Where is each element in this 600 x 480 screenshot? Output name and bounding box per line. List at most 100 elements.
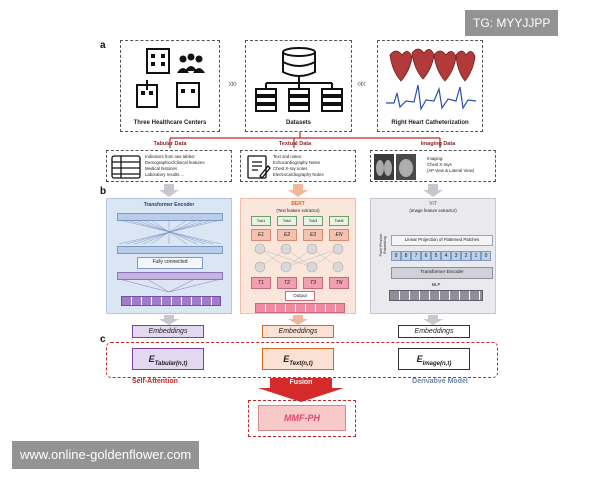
textual-title: Textual Data (278, 141, 312, 147)
text-var-main: E (283, 354, 290, 364)
fully-connected-box: Fully connected (137, 257, 203, 269)
bert-token-3: Tok3 (303, 216, 323, 226)
vit-panel: ViT (Image feature extractor) Patch+Posi… (370, 198, 496, 314)
table-icon (111, 155, 141, 179)
textual-line-4: Electrocardiography Notes (273, 172, 324, 177)
bert-token-n: TokN (329, 216, 349, 226)
tabular-title: Tabular Data (153, 141, 187, 147)
tabular-feature-var: ETabular(n,t) (132, 348, 204, 370)
mmf-ph-outer (248, 400, 356, 437)
tabular-line-1: Indicators from raw tables: (145, 154, 196, 159)
heart-images (386, 48, 477, 111)
fusion-label: Fusion (289, 379, 313, 386)
chevrons-right: «« (357, 78, 366, 90)
database-icon (255, 47, 343, 112)
bert-e-n: EN (329, 229, 349, 241)
bert-output-cells (255, 303, 345, 313)
image-feature-var: EImage(n,t) (398, 348, 470, 370)
vit-patch-1: 1 (471, 251, 481, 261)
source-label-rhc: Right Heart Catheterization (391, 120, 469, 126)
rhc-box: Right Heart Catheterization (377, 40, 483, 132)
transformer-title: Transformer Encoder (143, 202, 195, 208)
tabular-data-box: Indicators from raw tables: Demographics… (106, 150, 232, 182)
bert-t-n: TN (329, 277, 349, 289)
notes-icon (247, 155, 271, 179)
bert-e-3: E3 (303, 229, 323, 241)
vit-patch-9: 9 (391, 251, 401, 261)
bert-subtitle: (Text feature extractor) (276, 208, 320, 213)
chevrons-left: »» (228, 78, 237, 90)
vit-title: ViT (429, 201, 437, 207)
imaging-data-box: Imaging: Chest X-rays (AP view & Lateral… (370, 150, 496, 182)
vit-patch-row: 9 8 7 6 5 4 3 2 1 0 (391, 251, 491, 261)
bert-panel: BERT (Text feature extractor) Tok1 Tok2 … (240, 198, 356, 314)
text-embeddings: Embeddings (262, 325, 334, 338)
textual-line-2: Echocardiography Notes (273, 160, 321, 165)
vit-output-cells (389, 290, 483, 301)
healthcare-centers-box: Three Healthcare Centers (120, 40, 220, 132)
tabular-embeddings: Embeddings (132, 325, 204, 338)
transformer-encoder-panel: Transformer Encoder Fully connected (106, 198, 232, 314)
transformer-layer-1 (117, 213, 223, 221)
bert-output-box: Output (285, 291, 315, 301)
bert-token-1: Tok1 (251, 216, 271, 226)
panel-label-b: b (100, 186, 107, 197)
bert-output-label: Output (293, 293, 307, 298)
tabular-var-sub: Tabular(n,t) (154, 360, 188, 367)
fully-connected-label: Fully connected (152, 259, 188, 265)
transformer-output-cells (121, 296, 221, 306)
transformer-layer-3 (117, 272, 223, 280)
encoder-input-arrows (159, 184, 443, 197)
bert-network (254, 243, 344, 273)
vit-linear-label: Linear Projection of Flattened Patches (404, 237, 480, 242)
panel-label-c: c (100, 334, 106, 345)
vit-patch-7: 7 (411, 251, 421, 261)
textual-line-1: Text and notes: (273, 154, 303, 159)
vit-side-label: Patch+Position Embedding (379, 233, 387, 257)
attention-lines (118, 220, 222, 245)
vit-mlp-label: MLP (431, 282, 441, 287)
source-connector (169, 132, 441, 148)
vit-patch-8: 8 (401, 251, 411, 261)
vit-encoder-box: Transformer Encoder (391, 267, 493, 279)
imaging-line-1: Imaging: (427, 156, 444, 161)
panel-label-a: a (100, 40, 106, 51)
fusion-arrow (258, 378, 344, 402)
vit-subtitle: (Image feature extractor) (409, 208, 457, 213)
bert-t-1: T1 (251, 277, 271, 289)
image-var-main: E (416, 354, 423, 364)
vit-patch-3: 3 (451, 251, 461, 261)
bert-e-1: E1 (251, 229, 271, 241)
imaging-line-2: Chest X-rays (427, 162, 452, 167)
bert-t-2: T2 (277, 277, 297, 289)
tabular-line-2: Demographics/Clinical features (145, 160, 205, 165)
bert-title: BERT (291, 201, 305, 207)
image-var-sub: Image(n,t) (422, 360, 452, 367)
source-label-datasets: Datasets (285, 120, 311, 126)
textual-line-3: Chest X-ray notes (273, 166, 308, 171)
xray-images (374, 154, 416, 180)
mmf-ph-label: MMF-PH (284, 413, 320, 423)
tabular-var-main: E (148, 354, 155, 364)
transformer-layer-2 (117, 246, 223, 254)
bert-t-3: T3 (303, 277, 323, 289)
vit-patch-2: 2 (461, 251, 471, 261)
imaging-title: Imaging Data (420, 141, 456, 147)
mmf-ph-box: MMF-PH (258, 405, 346, 431)
watermark-bottom: www.online-goldenflower.com (12, 441, 200, 469)
vit-patch-0: 0 (481, 251, 491, 261)
imaging-line-3: (AP view & Lateral View) (427, 168, 475, 173)
vit-encoder-label: Transformer Encoder (420, 269, 464, 274)
vit-patch-5: 5 (431, 251, 441, 261)
bert-token-2: Tok2 (277, 216, 297, 226)
tabular-line-3: Medical histories (145, 166, 178, 171)
vit-patch-6: 6 (421, 251, 431, 261)
source-label-centers: Three Healthcare Centers (133, 120, 207, 126)
embedding-arrows (159, 315, 443, 325)
hospital-icons (136, 48, 205, 108)
self-attention-label: Self-Attention (132, 378, 178, 385)
text-var-sub: Text(n,t) (289, 360, 313, 367)
text-feature-var: EText(n,t) (262, 348, 334, 370)
datasets-box: Datasets (245, 40, 352, 132)
vit-linear-box: Linear Projection of Flattened Patches (391, 235, 493, 246)
